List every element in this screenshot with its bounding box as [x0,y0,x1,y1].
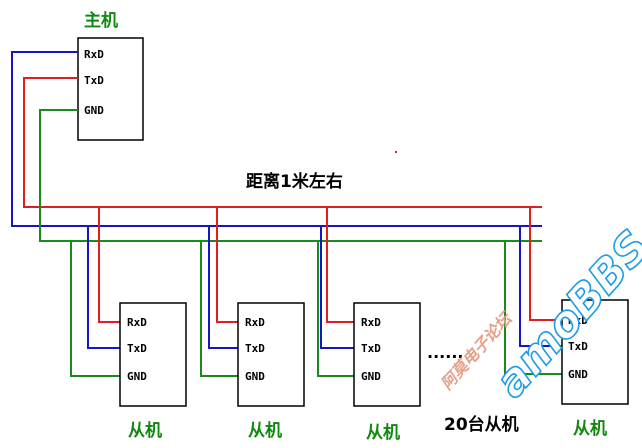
slave1-pin-gnd: GND [127,370,147,383]
slave4-label: 从机 [573,418,607,439]
slave2-label: 从机 [248,420,282,441]
slave2-gnd-drop [200,241,238,377]
slave3-txd-drop [326,207,354,323]
host-pin-txd: TxD [84,74,104,87]
slave4-pin-txd: TxD [568,340,588,353]
distance-caption: 距离1米左右 [246,171,343,192]
slave4-rxd-drop [519,226,562,347]
host-pin-gnd: GND [84,104,104,117]
slave1-rxd-drop [87,226,120,349]
slave1-box [119,302,187,407]
slave3-label: 从机 [366,422,400,443]
slave2-box [237,302,305,407]
slave4-gnd-drop [504,241,562,375]
slave2-pin-gnd: GND [245,370,265,383]
red-dot [395,151,397,153]
slave1-pin-txd: TxD [127,342,147,355]
slave3-box [353,302,421,407]
host-title: 主机 [84,10,118,31]
slave1-txd-drop [98,207,120,323]
slave1-label: 从机 [128,420,162,441]
ellipsis: ...... [427,343,463,362]
slave3-rxd-drop [320,226,354,349]
slave2-txd-drop [216,207,238,323]
slave3-pin-txd: TxD [361,342,381,355]
host-gnd-wire [39,109,542,242]
host-rxd-wire [11,51,542,227]
slave4-box [561,299,629,405]
slave3-gnd-drop [317,241,354,377]
slave4-txd-drop [529,207,562,321]
slave2-rxd-drop [208,226,238,349]
slave4-pin-gnd: GND [568,368,588,381]
count-caption: 20台从机 [444,414,519,435]
host-txd-wire [23,77,542,208]
host-pin-rxd: RxD [84,48,104,61]
slave4-pin-rxd: RxD [568,314,588,327]
slave2-pin-txd: TxD [245,342,265,355]
slave3-pin-gnd: GND [361,370,381,383]
slave1-gnd-drop [70,241,120,377]
slave1-pin-rxd: RxD [127,316,147,329]
slave3-pin-rxd: RxD [361,316,381,329]
host-box [77,37,144,141]
slave2-pin-rxd: RxD [245,316,265,329]
